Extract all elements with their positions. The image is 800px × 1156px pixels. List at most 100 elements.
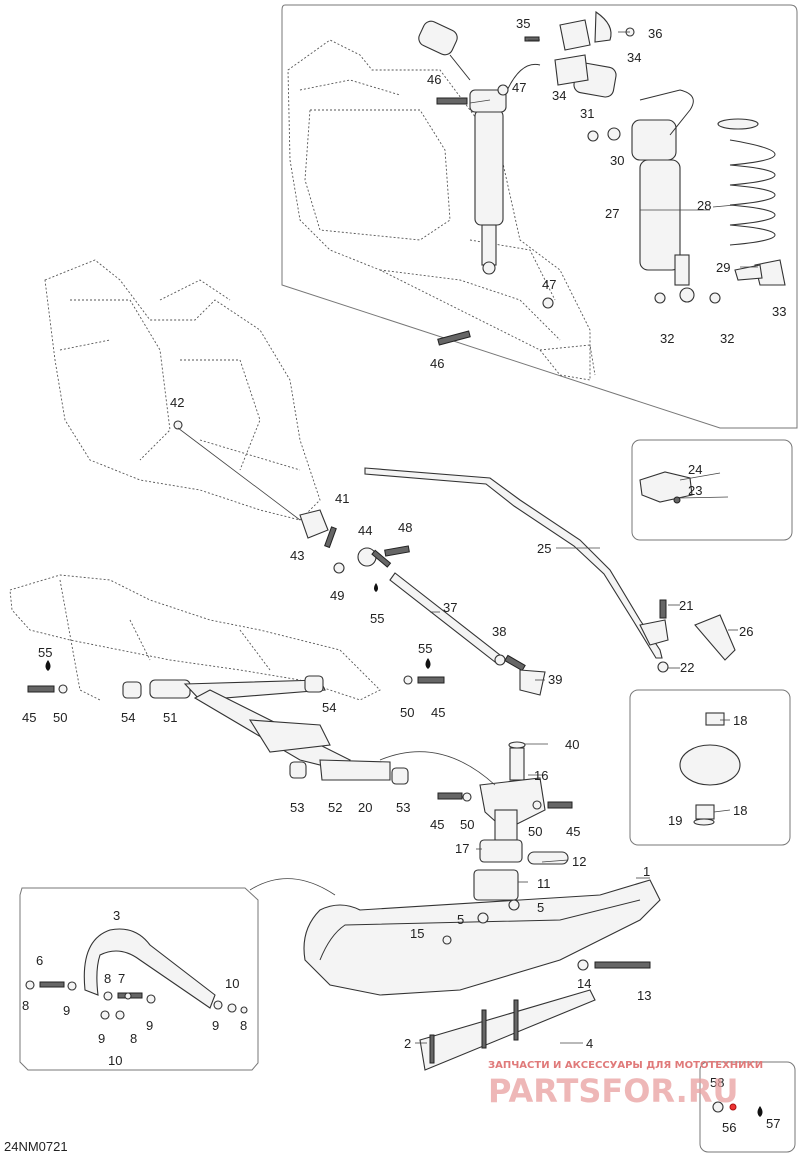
callout-8: 8 [22, 998, 29, 1013]
tie-rod-assembly [333, 545, 546, 696]
leader-lines [415, 31, 758, 1044]
callout-49: 49 [330, 588, 344, 603]
callout-2: 2 [404, 1036, 411, 1051]
diagram-code: 24NM0721 [4, 1139, 68, 1154]
callout-1: 1 [643, 864, 650, 879]
callout-31: 31 [580, 106, 594, 121]
callout-51: 51 [163, 710, 177, 725]
shock-detail-panel [281, 4, 798, 429]
fastener-detail-box [699, 1061, 796, 1153]
callout-16: 16 [534, 768, 548, 783]
callout-37: 37 [443, 600, 457, 615]
callout-40: 40 [565, 737, 579, 752]
callout-32: 32 [660, 331, 674, 346]
ski [249, 869, 661, 1071]
callout-32: 32 [720, 331, 734, 346]
mount-bolts [436, 84, 554, 346]
callout-20: 20 [358, 800, 372, 815]
callout-23: 23 [688, 483, 702, 498]
callout-45: 45 [430, 817, 444, 832]
callout-53: 53 [290, 800, 304, 815]
steering-bar [364, 467, 669, 659]
callout-30: 30 [610, 153, 624, 168]
callout-50: 50 [53, 710, 67, 725]
callout-50: 50 [400, 705, 414, 720]
callout-4: 4 [586, 1036, 593, 1051]
callout-50: 50 [528, 824, 542, 839]
callout-26: 26 [739, 624, 753, 639]
callout-44: 44 [358, 523, 372, 538]
callout-50: 50 [460, 817, 474, 832]
callout-54: 54 [322, 700, 336, 715]
callout-8: 8 [240, 1018, 247, 1033]
callout-9: 9 [63, 1003, 70, 1018]
callout-45: 45 [22, 710, 36, 725]
callout-48: 48 [398, 520, 412, 535]
callout-34: 34 [627, 50, 641, 65]
callout-5: 5 [537, 900, 544, 915]
callout-57: 57 [766, 1116, 780, 1131]
callout-54: 54 [121, 710, 135, 725]
callout-56: 56 [722, 1120, 736, 1135]
callout-6: 6 [36, 953, 43, 968]
clamp-assembly [524, 10, 721, 304]
watermark-tagline: ЗАПЧАСТИ И АКСЕССУАРЫ ДЛЯ МОТОТЕХНИКИ [488, 1060, 763, 1071]
callout-55: 55 [370, 611, 384, 626]
callout-10: 10 [108, 1053, 122, 1068]
callout-46: 46 [430, 356, 444, 371]
callout-7: 7 [118, 971, 125, 986]
callout-42: 42 [170, 395, 184, 410]
callout-39: 39 [548, 672, 562, 687]
chassis-frame-upper [287, 39, 596, 381]
watermark: ЗАПЧАСТИ И АКСЕССУАРЫ ДЛЯ МОТОТЕХНИКИ PA… [488, 1060, 763, 1110]
callout-35: 35 [516, 16, 530, 31]
callout-45: 45 [566, 824, 580, 839]
callout-9: 9 [212, 1018, 219, 1033]
callout-47: 47 [512, 80, 526, 95]
callout-27: 27 [605, 206, 619, 221]
callout-labels: 35 36 34 34 46 47 31 30 28 27 29 47 33 3… [22, 16, 786, 1135]
spindle-assembly [379, 741, 573, 865]
steering-linkage-bracket [173, 420, 337, 549]
callout-36: 36 [648, 26, 662, 41]
callout-11: 11 [537, 876, 551, 891]
fastener-detail [712, 1101, 763, 1117]
callout-8: 8 [130, 1031, 137, 1046]
callout-14: 14 [577, 976, 591, 991]
shock-absorber-mounted [418, 20, 541, 275]
callout-25: 25 [537, 541, 551, 556]
callout-52: 52 [328, 800, 342, 815]
a-arm [27, 658, 445, 785]
callout-19: 19 [668, 813, 682, 828]
callout-24: 24 [688, 462, 702, 477]
callout-41: 41 [335, 491, 349, 506]
steering-bar-hardware [657, 599, 736, 673]
chassis-frame-main [44, 259, 321, 521]
callout-34: 34 [552, 88, 566, 103]
callout-18: 18 [733, 713, 747, 728]
plate-part [639, 471, 693, 503]
front-frame-lower [9, 574, 381, 701]
callout-3: 3 [113, 908, 120, 923]
callout-9: 9 [98, 1031, 105, 1046]
coil-spring [717, 118, 786, 286]
loop-detail-box [19, 887, 259, 1071]
plate-detail-box [631, 439, 793, 541]
callout-47: 47 [542, 277, 556, 292]
bushing-detail-box [629, 689, 791, 846]
callout-10: 10 [225, 976, 239, 991]
callout-45: 45 [431, 705, 445, 720]
callout-29: 29 [716, 260, 730, 275]
callout-13: 13 [637, 988, 651, 1003]
callout-46: 46 [427, 72, 441, 87]
watermark-brand: PARTSFOR.RU [488, 1072, 738, 1110]
plate-screw [673, 496, 681, 504]
callout-9: 9 [146, 1018, 153, 1033]
shock-absorber [573, 62, 695, 303]
callout-55: 55 [38, 645, 52, 660]
callout-18: 18 [733, 803, 747, 818]
callout-38: 38 [492, 624, 506, 639]
callout-43: 43 [290, 548, 304, 563]
callout-22: 22 [680, 660, 694, 675]
